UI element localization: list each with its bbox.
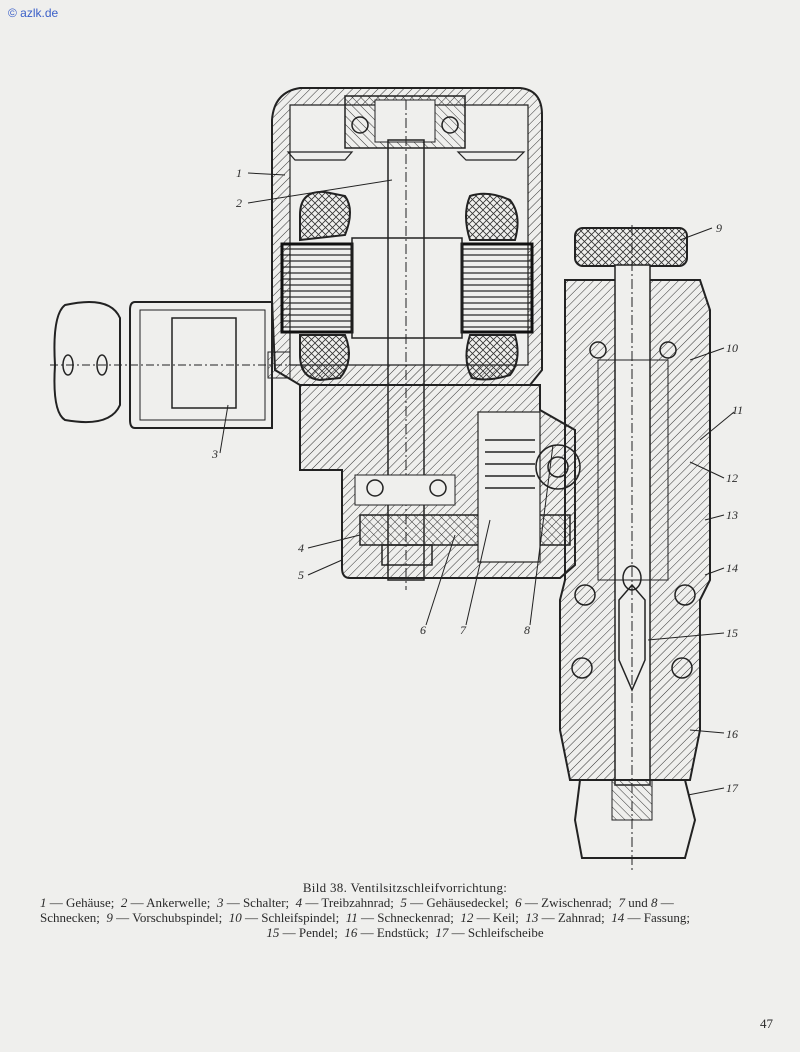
item-num: 3 <box>216 895 224 910</box>
item-num: 14 <box>611 910 625 925</box>
item-text: Treibzahnrad; <box>321 895 394 910</box>
part-label-6: 6 <box>420 623 426 637</box>
item-text: Ankerwelle; <box>146 895 211 910</box>
part-label-8: 8 <box>524 623 530 637</box>
item-num: 6 <box>515 895 522 910</box>
item-text: Schalter; <box>242 895 290 910</box>
part-label-1: 1 <box>236 166 242 180</box>
stator-laminations <box>280 237 534 339</box>
item-num: 16 <box>344 925 358 940</box>
item-num: 2 <box>120 895 128 910</box>
item-num: 13 <box>525 910 539 925</box>
item-text: Zahnrad; <box>557 910 605 925</box>
part-labels: 1 2 3 4 5 6 7 8 9 10 11 12 13 14 15 16 1… <box>211 166 743 795</box>
spindle-assembly <box>559 225 711 870</box>
item-text: Zwischenrad; <box>541 895 612 910</box>
item-text: Schleifscheibe <box>467 925 544 940</box>
leader-lines <box>219 172 735 796</box>
part-label-15: 15 <box>726 626 738 640</box>
switch-housing <box>50 301 291 429</box>
part-label-2: 2 <box>236 196 242 210</box>
part-label-11: 11 <box>732 403 743 417</box>
part-label-5: 5 <box>298 568 304 582</box>
item-text: Keil; <box>492 910 519 925</box>
page-number: 47 <box>760 1016 773 1031</box>
item-num: 12 <box>460 910 474 925</box>
item-num: 1 <box>40 895 47 910</box>
caption-title: Bild 38. Ventilsitzschleifvorrichtung: <box>302 880 508 895</box>
item-num: 11 <box>345 910 358 925</box>
item-num: 10 <box>228 910 242 925</box>
gear-housing-lower <box>299 384 581 579</box>
item-text: Gehäuse; <box>66 895 115 910</box>
armature-shaft <box>387 100 425 590</box>
item-text: Schnecken; <box>40 910 100 925</box>
caption-line-1: 1 — Gehäuse; 2 — Ankerwelle; 3 — Schalte… <box>40 895 674 910</box>
item-num: 8 <box>650 895 658 910</box>
item-text: und <box>628 895 648 910</box>
watermark: © azlk.de <box>8 6 59 20</box>
item-text: Vorschubspindel; <box>132 910 223 925</box>
part-label-3: 3 <box>211 447 218 461</box>
item-num: 9 <box>106 910 113 925</box>
item-text: Pendel; <box>298 925 338 940</box>
item-num: 15 <box>266 925 280 940</box>
item-num: 4 <box>295 895 303 910</box>
part-label-7: 7 <box>460 623 467 637</box>
item-text: Schneckenrad; <box>377 910 454 925</box>
field-coils <box>299 190 519 382</box>
item-num: 7 <box>618 895 625 910</box>
caption-line-2: Schnecken; 9 — Vorschubspindel; 10 — Sch… <box>40 910 690 925</box>
figure-caption: Bild 38. Ventilsitzschleifvorrichtung: 1… <box>40 880 770 940</box>
part-label-10: 10 <box>726 341 738 355</box>
item-text: Schleifspindel; <box>261 910 340 925</box>
part-label-16: 16 <box>726 727 738 741</box>
item-num: 5 <box>400 895 407 910</box>
part-label-14: 14 <box>726 561 738 575</box>
item-text: Fassung; <box>643 910 690 925</box>
part-label-4: 4 <box>298 541 304 555</box>
item-text: Gehäusedeckel; <box>426 895 509 910</box>
part-label-9: 9 <box>716 221 722 235</box>
technical-drawing: 1 2 3 4 5 6 7 8 9 10 11 12 13 14 15 16 1… <box>50 87 743 870</box>
part-label-17: 17 <box>726 781 739 795</box>
part-label-12: 12 <box>726 471 738 485</box>
caption-line-3: 15 — Pendel; 16 — Endstück; 17 — Schleif… <box>266 925 544 940</box>
item-num: 17 <box>435 925 449 940</box>
part-label-13: 13 <box>726 508 738 522</box>
item-text: Endstück; <box>376 925 429 940</box>
